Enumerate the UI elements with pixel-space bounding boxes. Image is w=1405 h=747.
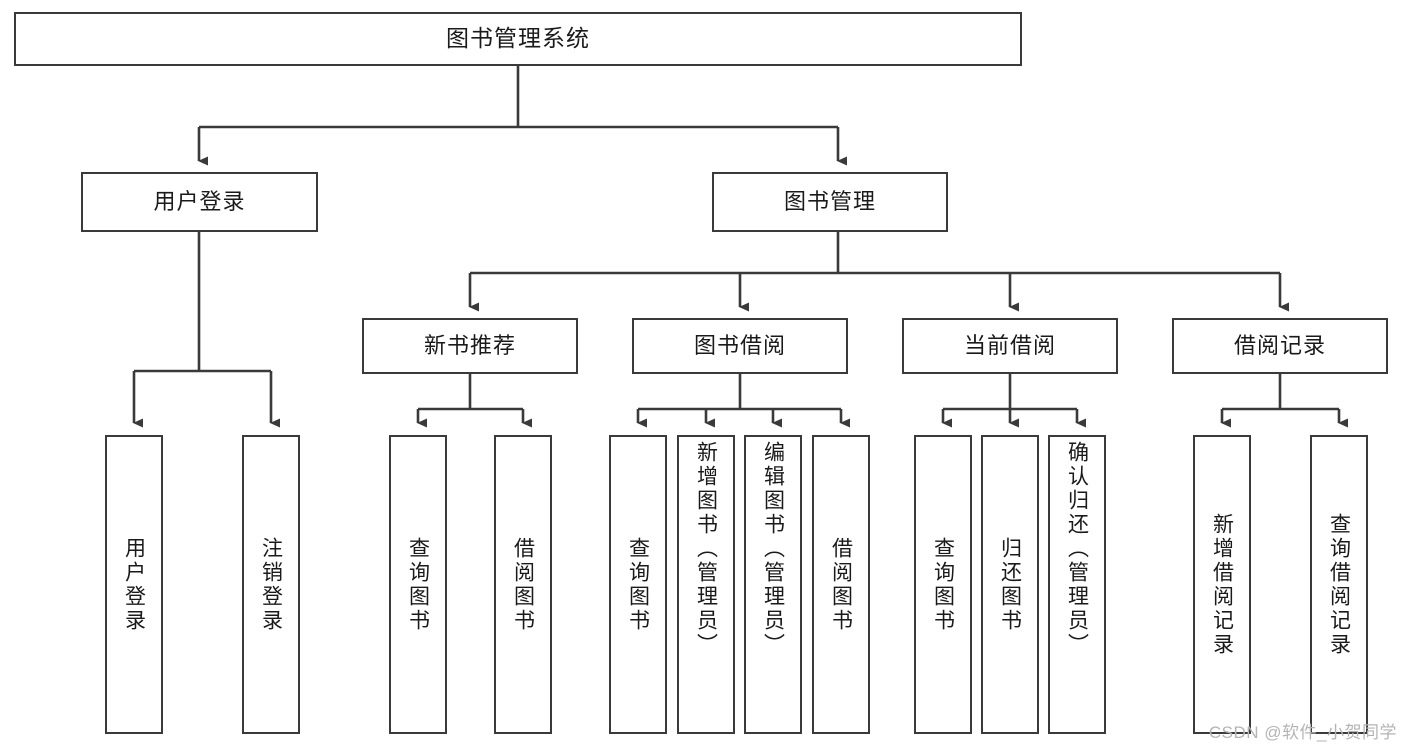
node-current-borrow[interactable]: 当前借阅 [902, 318, 1118, 374]
leaf-logout[interactable]: 注销登录 [242, 435, 300, 734]
node-label: 查询图书 [931, 536, 955, 633]
leaf-current-query-book[interactable]: 查询图书 [914, 435, 972, 734]
leaf-add-book-admin[interactable]: 新增图书（管理员） [677, 435, 735, 734]
node-label: 新增借阅记录 [1210, 512, 1234, 657]
node-label: 图书管理 [783, 189, 876, 215]
node-label: 编辑图书（管理员） [761, 441, 785, 657]
node-new-book-recommend[interactable]: 新书推荐 [362, 318, 578, 374]
leaf-borrow-query-book[interactable]: 查询图书 [609, 435, 667, 734]
leaf-add-borrow-record[interactable]: 新增借阅记录 [1193, 435, 1251, 734]
node-label: 用户登录 [122, 536, 146, 633]
leaf-user-login[interactable]: 用户登录 [105, 435, 163, 734]
node-label: 当前借阅 [963, 333, 1056, 359]
leaf-new-book-borrow[interactable]: 借阅图书 [494, 435, 552, 734]
node-label: 注销登录 [259, 536, 283, 633]
node-label: 查询图书 [626, 536, 650, 633]
node-root-book-management-system[interactable]: 图书管理系统 [14, 12, 1022, 66]
node-label: 借阅图书 [829, 536, 853, 633]
leaf-confirm-return-admin[interactable]: 确认归还（管理员） [1048, 435, 1106, 734]
csdn-watermark: CSDN @软件_小贺同学 [1208, 723, 1397, 742]
leaf-query-borrow-record[interactable]: 查询借阅记录 [1310, 435, 1368, 734]
node-label: 借阅图书 [511, 536, 535, 633]
node-label: 图书管理系统 [446, 25, 590, 52]
node-label: 新书推荐 [423, 333, 516, 359]
node-label: 新增图书（管理员） [694, 441, 718, 657]
node-label: 确认归还（管理员） [1065, 441, 1089, 657]
node-label: 归还图书 [998, 536, 1022, 633]
node-book-management[interactable]: 图书管理 [712, 172, 948, 232]
node-book-borrow[interactable]: 图书借阅 [632, 318, 848, 374]
node-label: 图书借阅 [693, 333, 786, 359]
node-borrow-record[interactable]: 借阅记录 [1172, 318, 1388, 374]
leaf-edit-book-admin[interactable]: 编辑图书（管理员） [744, 435, 802, 734]
node-user-login[interactable]: 用户登录 [81, 172, 318, 232]
node-label: 查询图书 [406, 536, 430, 633]
leaf-new-book-query[interactable]: 查询图书 [389, 435, 447, 734]
node-label: 查询借阅记录 [1327, 512, 1351, 657]
node-label: 用户登录 [153, 189, 246, 215]
leaf-borrow-book[interactable]: 借阅图书 [812, 435, 870, 734]
leaf-return-book[interactable]: 归还图书 [981, 435, 1039, 734]
node-label: 借阅记录 [1233, 333, 1326, 359]
